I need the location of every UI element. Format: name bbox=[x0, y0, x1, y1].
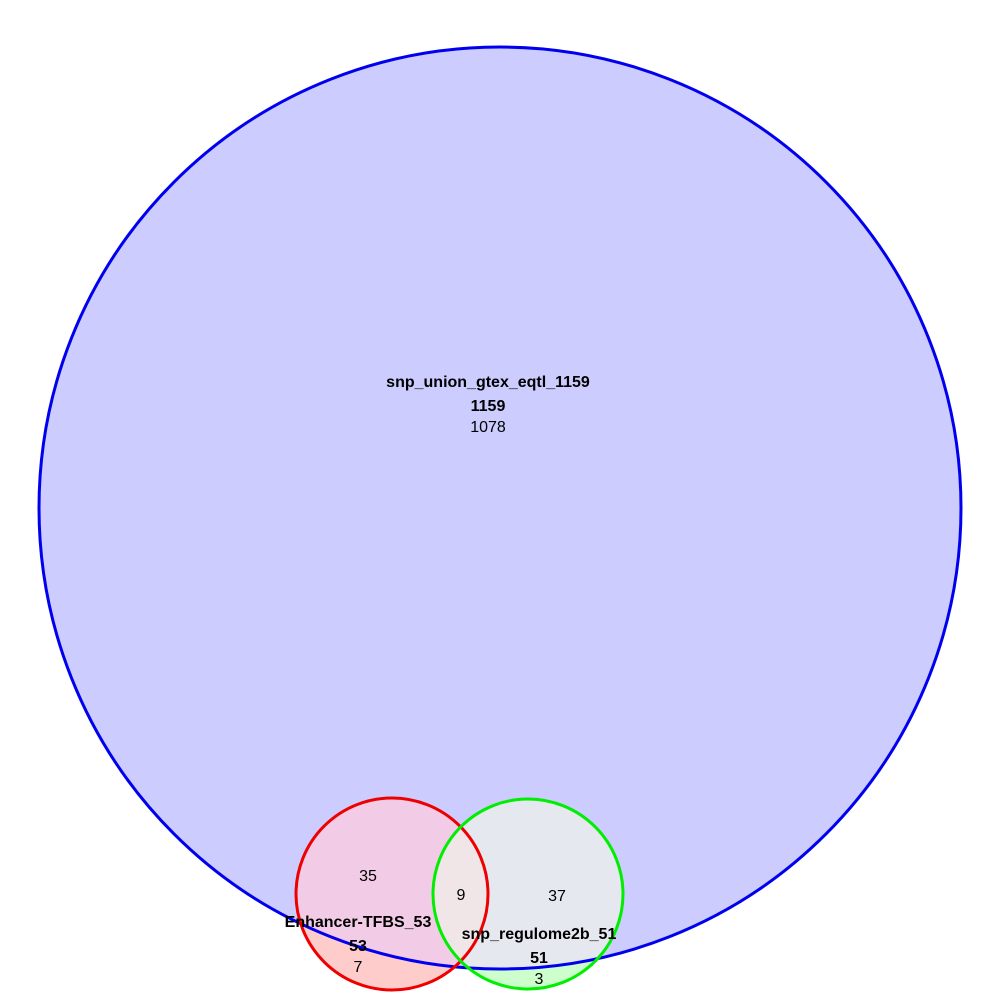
all-three-count: 9 bbox=[457, 887, 466, 904]
regulome-set-outline bbox=[431, 797, 625, 991]
gtex-set-label: snp_union_gtex_eqtl_1159 bbox=[386, 374, 590, 391]
gtex-set-outline bbox=[37, 45, 963, 971]
gtex-regulome-count: 37 bbox=[548, 888, 566, 905]
gtex-only-count: 1078 bbox=[470, 419, 506, 436]
enhancer-set-outline bbox=[294, 796, 490, 992]
regulome-only-count: 3 bbox=[535, 971, 544, 988]
gtex-set-fill bbox=[39, 47, 961, 969]
enhancer-set-total: 53 bbox=[349, 938, 367, 955]
regulome-set-total: 51 bbox=[530, 950, 548, 967]
gtex-set-total: 1159 bbox=[471, 398, 506, 415]
enhancer-set-label: Enhancer-TFBS_53 bbox=[285, 914, 432, 931]
enhancer-only-count: 7 bbox=[354, 959, 363, 976]
regulome-set-label: snp_regulome2b_51 bbox=[462, 926, 617, 943]
gtex-enhancer-count: 35 bbox=[359, 868, 377, 885]
gtex-regulome-overlap bbox=[433, 799, 623, 969]
